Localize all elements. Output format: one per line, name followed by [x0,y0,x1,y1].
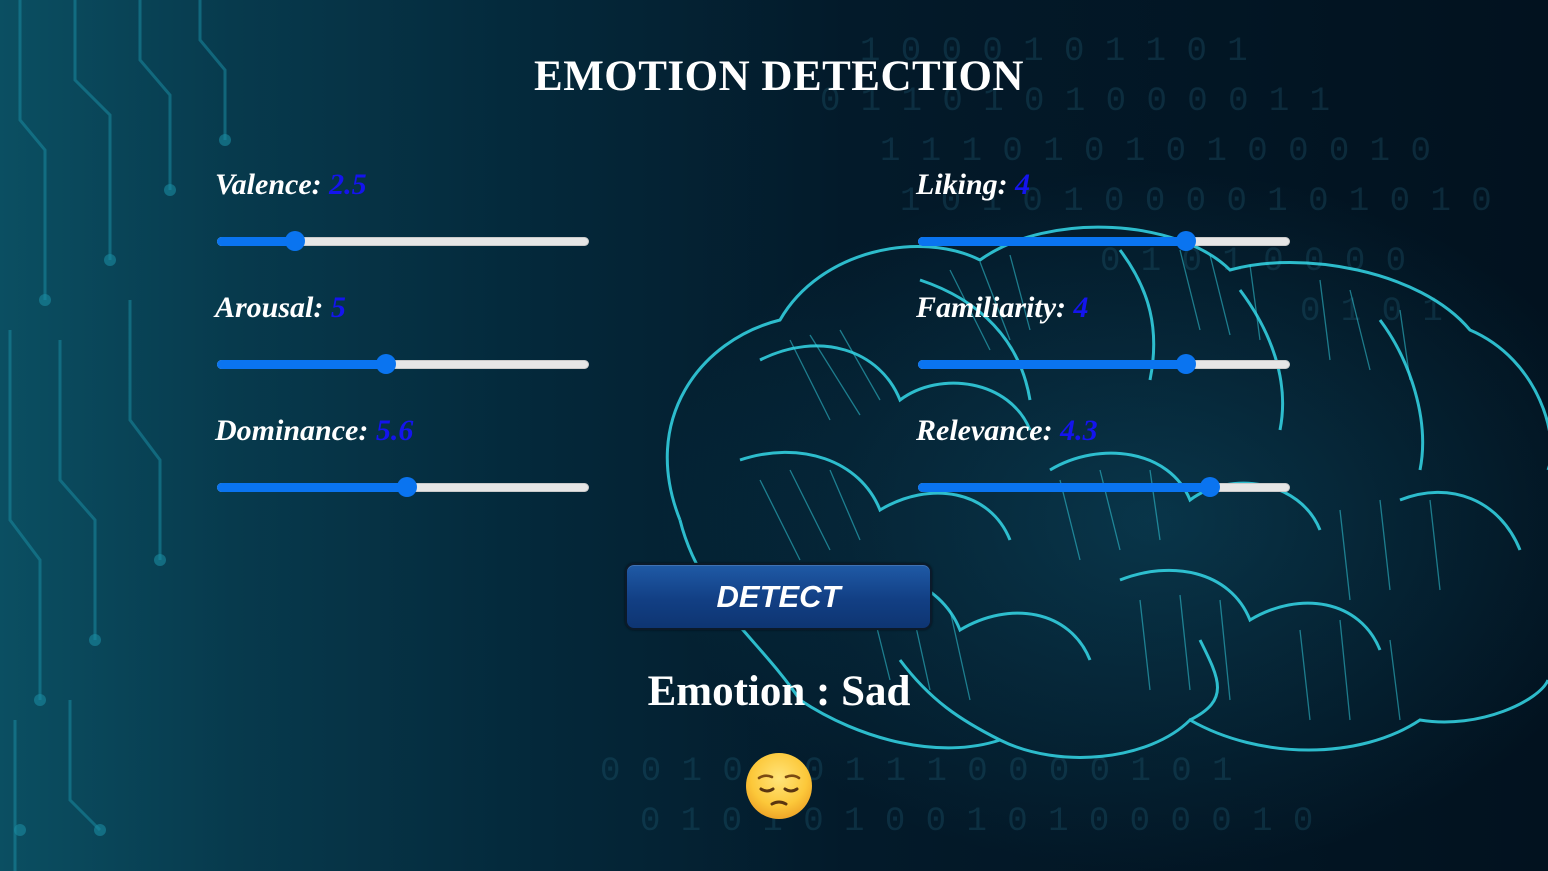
svg-text:0 1 0 1 0 0 0 0: 0 1 0 1 0 0 0 0 [1100,243,1406,281]
arousal-label: Arousal: 5 [215,291,346,325]
svg-text:0 0 1 0 1 0 1 1 1 0 0 0 0 1 0: 0 0 1 0 1 0 1 1 1 0 0 0 0 1 0 1 [600,753,1233,791]
dominance-slider-thumb[interactable] [397,477,417,497]
svg-text:0 1 0 1 0 1 0 0 1 0 1 0 0 0 0: 0 1 0 1 0 1 0 0 1 0 1 0 0 0 0 1 0 [640,803,1313,841]
valence-label-text: Valence: [215,168,330,201]
svg-text:0 1 1 0 1 0 1 0 0 0 0 1 1: 0 1 1 0 1 0 1 0 0 0 0 1 1 [820,83,1330,121]
relevance-slider[interactable] [918,477,1290,497]
liking-slider[interactable] [918,231,1290,251]
svg-text:1 0 0 0 1 0 1 1 0 1: 1 0 0 0 1 0 1 1 0 1 [860,33,1248,71]
detect-button[interactable]: DETECT [625,563,932,630]
dominance-label: Dominance: 5.6 [215,414,413,448]
dominance-slider[interactable] [217,477,589,497]
page-title: EMOTION DETECTION [534,53,1024,100]
emotion-result: Emotion : Sad [647,668,911,715]
valence-value: 2.5 [329,168,367,201]
svg-text:1 0 1 0 1 0 0 0 0 1 0 1 0 1 0: 1 0 1 0 1 0 0 0 0 1 0 1 0 1 0 [900,183,1492,221]
liking-value: 4 [1015,168,1031,201]
arousal-slider-thumb[interactable] [376,354,396,374]
pensive-face-icon [746,753,812,819]
svg-text:0 1 0 1: 0 1 0 1 [1300,293,1443,331]
liking-slider-thumb[interactable] [1176,231,1196,251]
relevance-label: Relevance: 4.3 [916,414,1098,448]
dominance-value: 5.6 [375,414,414,447]
arousal-slider[interactable] [217,354,589,374]
relevance-label-text: Relevance: [916,414,1061,447]
familiarity-label-text: Familiarity: [916,291,1074,324]
arousal-label-text: Arousal: [215,291,331,324]
arousal-value: 5 [330,291,346,324]
relevance-slider-fill [918,483,1210,492]
liking-slider-fill [918,237,1186,246]
dominance-slider-fill [217,483,407,492]
familiarity-slider-fill [918,360,1186,369]
arousal-slider-fill [217,360,386,369]
familiarity-value: 4 [1073,291,1089,324]
valence-slider-fill [217,237,295,246]
liking-label-text: Liking: [916,168,1016,201]
liking-label: Liking: 4 [916,168,1030,202]
familiarity-label: Familiarity: 4 [916,291,1089,325]
familiarity-slider-thumb[interactable] [1176,354,1196,374]
familiarity-slider[interactable] [918,354,1290,374]
dominance-label-text: Dominance: [215,414,376,447]
svg-text:1 1 1 0 1 0 1 0 1 0 0 0 1 0: 1 1 1 0 1 0 1 0 1 0 0 0 1 0 [880,133,1431,171]
relevance-value: 4.3 [1060,414,1098,447]
valence-slider[interactable] [217,231,589,251]
valence-label: Valence: 2.5 [215,168,367,202]
valence-slider-thumb[interactable] [285,231,305,251]
relevance-slider-thumb[interactable] [1200,477,1220,497]
